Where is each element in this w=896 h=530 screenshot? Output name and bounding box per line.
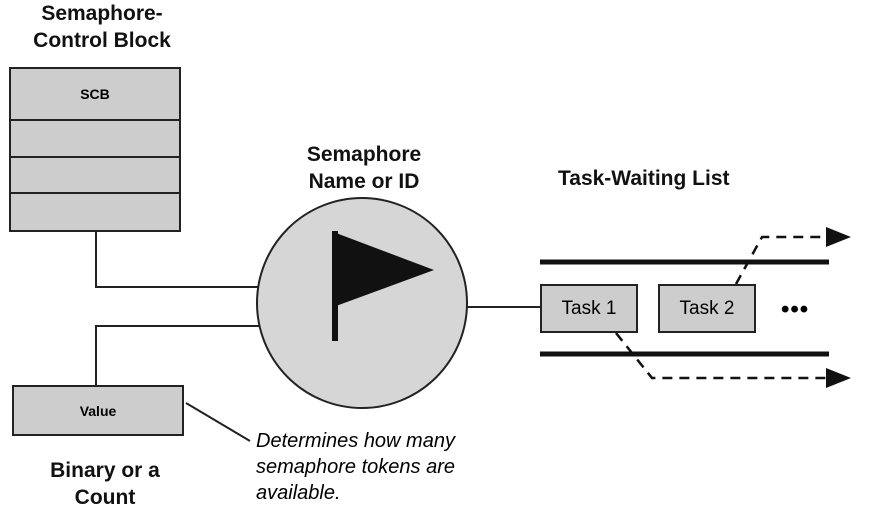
value-label: Value xyxy=(79,402,117,419)
upper-dashed-arrow xyxy=(734,235,826,285)
value-connector-line xyxy=(95,325,262,385)
semaphore-title-line1: Semaphore xyxy=(306,143,422,166)
note-line3: available. xyxy=(256,482,341,504)
scb-header-cell: SCB xyxy=(9,67,181,121)
task-label: Task 1 xyxy=(561,297,617,319)
value-caption-line2: Count xyxy=(74,486,136,509)
lower-dashed-arrow xyxy=(615,332,826,380)
semaphore-title: Semaphore Name or ID xyxy=(259,141,469,195)
value-box: Value xyxy=(12,385,184,436)
flag-icon xyxy=(332,231,434,341)
value-caption: Binary or a Count xyxy=(0,457,210,511)
scb-cell xyxy=(9,119,181,158)
upper-arrowhead xyxy=(826,227,851,247)
scb-header-label: SCB xyxy=(80,86,110,102)
scb-title: Semaphore- Control Block xyxy=(2,0,202,54)
task-label: Task 2 xyxy=(679,297,735,319)
task-waiting-list-title: Task-Waiting List xyxy=(558,167,730,190)
more-tasks-ellipsis: ••• xyxy=(781,296,810,323)
task-box: Task 2 xyxy=(658,284,756,333)
value-caption-line1: Binary or a xyxy=(50,459,160,482)
note-callout-line xyxy=(185,402,251,442)
note-line1: Determines how many xyxy=(256,430,455,452)
scb-connector-line xyxy=(95,232,262,288)
task-box: Task 1 xyxy=(540,284,638,333)
semaphore-circle xyxy=(256,197,468,409)
scb-title-line2: Control Block xyxy=(33,29,171,52)
lower-arrowhead xyxy=(826,368,851,388)
scb-cell xyxy=(9,192,181,232)
semaphore-title-line2: Name or ID xyxy=(308,170,420,193)
tokens-note: Determines how many semaphore tokens are… xyxy=(256,428,455,506)
scb-title-line1: Semaphore- xyxy=(41,2,163,25)
scb-cell xyxy=(9,156,181,194)
note-line2: semaphore tokens are xyxy=(256,456,456,478)
